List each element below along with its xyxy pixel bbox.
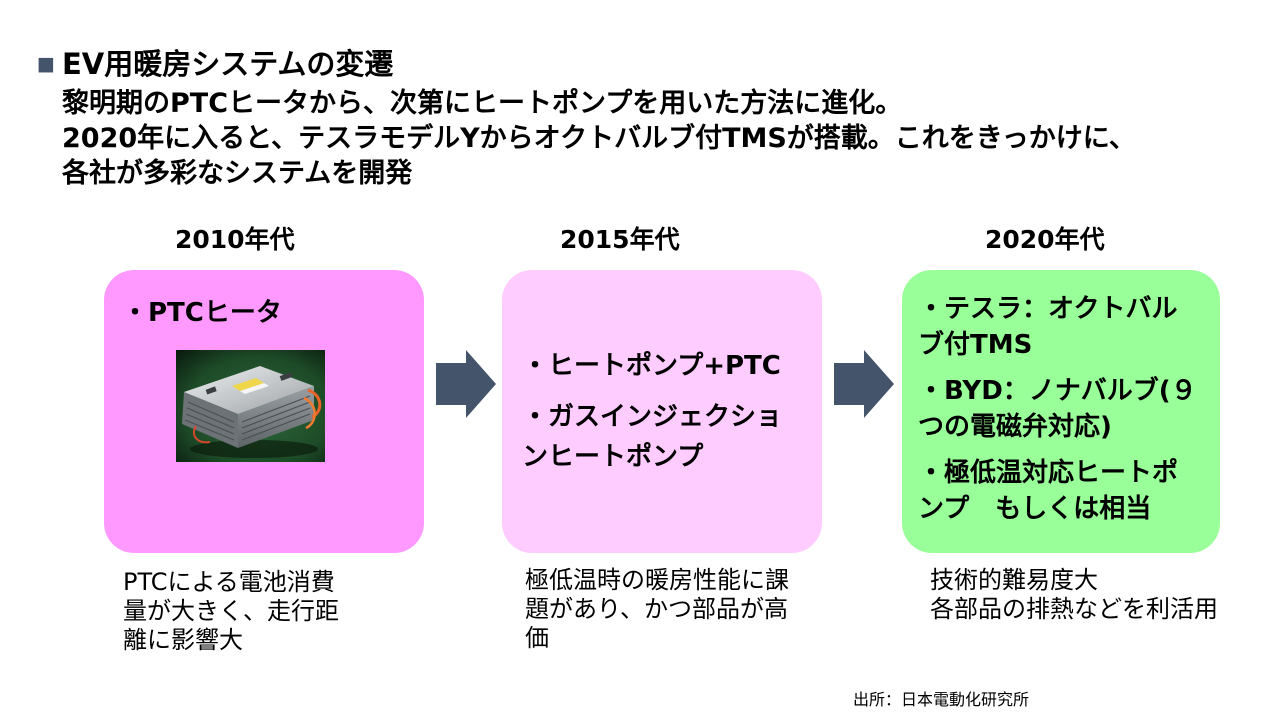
bullet-line: ・BYD：ノナバルブ(９ [918, 376, 1197, 406]
bullet-tesla-octovalve: ・テスラ：オクトバル ブ付TMS [918, 291, 1197, 363]
note-line: 題があり、かつ部品が高 [525, 595, 789, 623]
slide-title: EV用暖房システムの変遷 [62, 47, 394, 81]
bullet-line: つの電磁弁対応) [918, 412, 1112, 442]
title-bullet-marker: ■ [37, 53, 55, 75]
bullet-heat-pump-ptc: ・ヒートポンプ+PTC [522, 346, 782, 386]
bullet-line: ・テスラ：オクトバル [918, 294, 1178, 324]
arrow-shape [436, 350, 496, 418]
bullet-byd-nonavalve: ・BYD：ノナバルブ(９ つの電磁弁対応) [918, 373, 1197, 445]
stage-bullets: ・ヒートポンプ+PTC ・ガスインジェクショ ンヒートポンプ [522, 346, 782, 477]
ptc-heater-photo [176, 350, 325, 462]
bullet-line: ・PTCヒータ [122, 298, 282, 328]
note-line: 極低温時の暖房性能に課 [525, 566, 789, 594]
period-heading-2020s: 2020年代 [985, 225, 1105, 254]
stage-note-2015s: 極低温時の暖房性能に課 題があり、かつ部品が高 価 [525, 566, 789, 653]
slide-subtitle: 黎明期のPTCヒータから、次第にヒートポンプを用いた方法に進化。 2020年に入… [62, 86, 1136, 191]
note-line: PTCによる電池消費 [123, 568, 335, 596]
bullet-gas-injection-heat-pump: ・ガスインジェクショ ンヒートポンプ [522, 397, 782, 477]
note-line: 価 [525, 624, 549, 652]
subtitle-line-3: 各社が多彩なシステムを開発 [62, 158, 413, 189]
note-line: 離に影響大 [123, 626, 243, 654]
note-line: 技術的難易度大 [930, 566, 1098, 594]
bullet-ptc-heater: ・PTCヒータ [122, 296, 282, 330]
source-credit: 出所：日本電動化研究所 [853, 690, 1030, 709]
period-heading-2015s: 2015年代 [560, 225, 680, 254]
arrow-shape [834, 350, 894, 418]
stage-box-2010s: ・PTCヒータ [104, 270, 424, 553]
stage-bullets: ・PTCヒータ [122, 296, 282, 330]
stage-note-2010s: PTCによる電池消費 量が大きく、走行距 離に影響大 [123, 568, 339, 655]
right-arrow-icon [436, 350, 496, 418]
stage-box-2015s: ・ヒートポンプ+PTC ・ガスインジェクショ ンヒートポンプ [502, 270, 822, 553]
bullet-line: ブ付TMS [918, 330, 1033, 360]
subtitle-line-1: 黎明期のPTCヒータから、次第にヒートポンプを用いた方法に進化。 [62, 88, 903, 119]
bullet-line: ンヒートポンプ [522, 442, 704, 472]
period-heading-2010s: 2010年代 [175, 225, 295, 254]
bullet-line: ンプ もしくは相当 [918, 494, 1152, 524]
subtitle-line-2: 2020年に入ると、テスラモデルYからオクトバルブ付TMSが搭載。これをきっかけ… [62, 123, 1136, 154]
bullet-line: ・ヒートポンプ+PTC [522, 351, 781, 381]
stage-note-2020s: 技術的難易度大 各部品の排熱などを利活用 [930, 566, 1218, 624]
right-arrow-icon [834, 350, 894, 418]
bullet-line: ・ガスインジェクショ [522, 402, 783, 432]
bullet-low-temp-heat-pump: ・極低温対応ヒートポ ンプ もしくは相当 [918, 455, 1197, 527]
note-line: 量が大きく、走行距 [123, 597, 339, 625]
note-line: 各部品の排熱などを利活用 [930, 595, 1218, 623]
stage-bullets: ・テスラ：オクトバル ブ付TMS ・BYD：ノナバルブ(９ つの電磁弁対応) ・… [918, 291, 1197, 527]
bullet-line: ・極低温対応ヒートポ [918, 458, 1179, 488]
stage-box-2020s: ・テスラ：オクトバル ブ付TMS ・BYD：ノナバルブ(９ つの電磁弁対応) ・… [902, 270, 1220, 553]
